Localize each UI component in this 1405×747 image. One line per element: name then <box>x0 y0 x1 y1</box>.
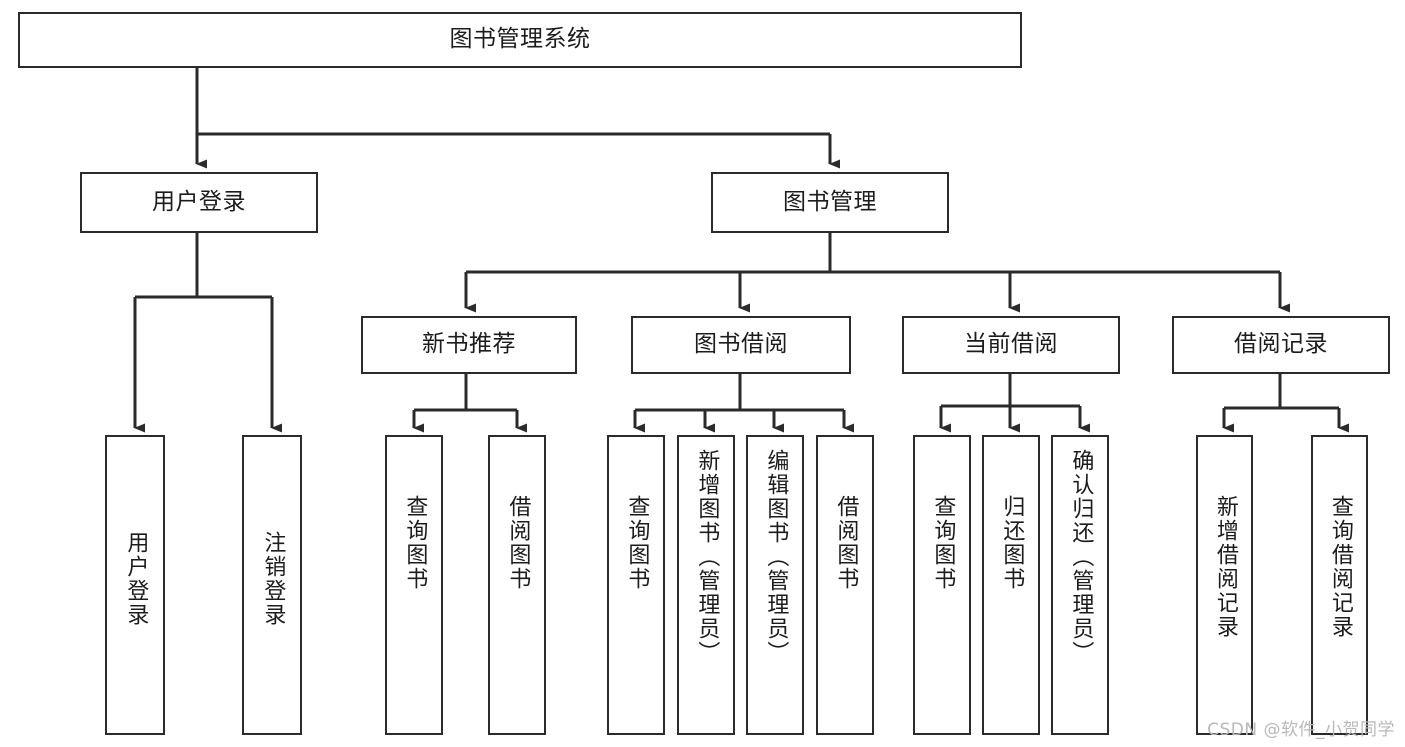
node-label: 当前借阅 <box>964 331 1058 358</box>
node-label: 图书借阅 <box>694 331 788 358</box>
node-new-book-recommend[interactable]: 新书推荐 <box>361 316 577 374</box>
node-current-borrow[interactable]: 当前借阅 <box>902 316 1120 374</box>
node-label: 图书管理 <box>783 188 877 215</box>
node-label: 归还图书 <box>999 495 1025 591</box>
leaf-borrow-add-book-admin[interactable]: 新增图书（管理员） <box>677 435 735 735</box>
node-label: 用户登录 <box>123 531 149 627</box>
node-book-management[interactable]: 图书管理 <box>711 172 949 233</box>
node-root-system[interactable]: 图书管理系统 <box>18 12 1022 68</box>
leaf-borrow-borrow-book[interactable]: 借阅图书 <box>816 435 874 735</box>
leaf-record-query-record[interactable]: 查询借阅记录 <box>1311 435 1368 735</box>
node-user-login[interactable]: 用户登录 <box>80 172 318 233</box>
node-label: 查询图书 <box>624 495 650 591</box>
leaf-record-add-record[interactable]: 新增借阅记录 <box>1196 435 1253 735</box>
leaf-current-return-book[interactable]: 归还图书 <box>982 435 1040 735</box>
node-label: 确认归还（管理员） <box>1068 449 1094 665</box>
node-label: 注销登录 <box>260 531 286 627</box>
node-label: 查询借阅记录 <box>1327 495 1353 639</box>
node-label: 新增借阅记录 <box>1212 495 1238 639</box>
node-label: 借阅图书 <box>833 495 859 591</box>
leaf-current-confirm-return-admin[interactable]: 确认归还（管理员） <box>1051 435 1109 735</box>
node-label: 借阅记录 <box>1234 331 1328 358</box>
node-label: 查询图书 <box>930 495 956 591</box>
node-label: 用户登录 <box>152 188 246 215</box>
leaf-current-query-book[interactable]: 查询图书 <box>913 435 971 735</box>
node-label: 借阅图书 <box>505 495 531 591</box>
leaf-recommend-borrow-book[interactable]: 借阅图书 <box>488 435 546 735</box>
leaf-user-login-login[interactable]: 用户登录 <box>105 435 165 735</box>
node-borrow-record[interactable]: 借阅记录 <box>1172 316 1390 374</box>
leaf-borrow-edit-book-admin[interactable]: 编辑图书（管理员） <box>746 435 804 735</box>
leaf-recommend-query-book[interactable]: 查询图书 <box>385 435 443 735</box>
leaf-borrow-query-book[interactable]: 查询图书 <box>607 435 665 735</box>
node-label: 图书管理系统 <box>449 26 591 53</box>
node-book-borrow[interactable]: 图书借阅 <box>631 316 851 374</box>
node-label: 新书推荐 <box>422 331 516 358</box>
node-label: 新增图书（管理员） <box>694 449 720 665</box>
leaf-user-login-logout[interactable]: 注销登录 <box>242 435 302 735</box>
node-label: 查询图书 <box>402 495 428 591</box>
node-label: 编辑图书（管理员） <box>763 449 789 665</box>
